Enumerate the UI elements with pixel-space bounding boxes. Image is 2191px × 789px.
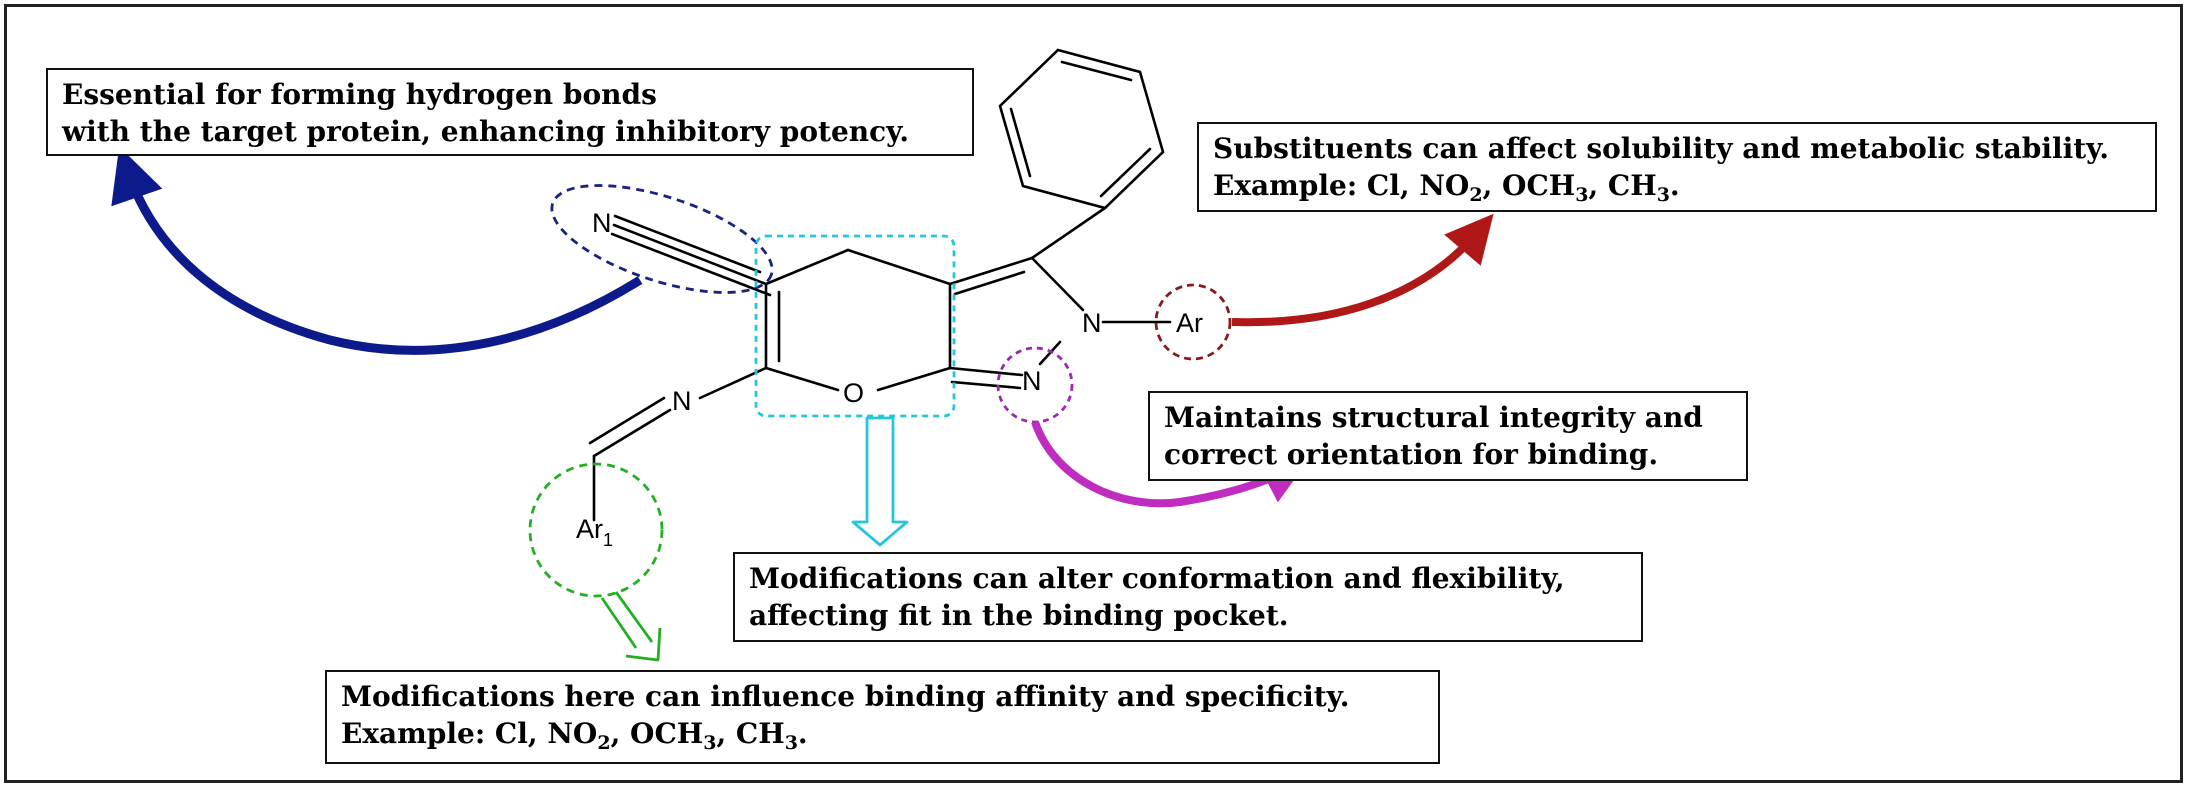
bond-c3a-ch2	[846, 248, 952, 286]
conformation-note: Modifications can alter conformation and…	[733, 552, 1643, 642]
integrity-note-line2: correct orientation for binding.	[1164, 438, 1659, 471]
hbond-note-line2: with the target protein, enhancing inhib…	[62, 115, 909, 148]
bond-c7a-n	[948, 366, 1024, 377]
ar1-label-sub: 1	[603, 530, 613, 550]
nitrile-highlight	[550, 184, 774, 294]
substituents-sub-3a: 3	[1575, 184, 1589, 206]
phenyl-ring	[998, 48, 1165, 210]
integrity-note-line1: Maintains structural integrity and	[1164, 401, 1703, 434]
bond-c6-o	[764, 366, 840, 392]
bond-c7a-n-double	[950, 380, 1022, 390]
affinity-example-mid1: , OCH	[610, 717, 704, 750]
substituents-note-line1: Substituents can affect solubility and m…	[1213, 132, 2109, 165]
substituents-example-prefix: Example: Cl, NO	[1213, 169, 1470, 202]
nitrile-bond-2	[613, 214, 762, 274]
affinity-note-example: Example: Cl, NO2, OCH3, CH3.	[341, 715, 1424, 754]
substituents-note: Substituents can affect solubility and m…	[1197, 122, 2157, 212]
conformation-note-line1: Modifications can alter conformation and…	[749, 562, 1565, 595]
bond-c3-c3a-double	[953, 270, 1026, 296]
nitrile-n-label: N	[592, 208, 612, 238]
bond-n2-n1	[1038, 340, 1062, 366]
pyran-highlight	[754, 234, 956, 418]
ar1-label-main: Ar	[576, 514, 603, 544]
hbond-note-line1: Essential for forming hydrogen bonds	[62, 78, 657, 111]
bond-c3-c3a	[948, 256, 1034, 286]
bond-ch2-c5	[764, 248, 850, 286]
ar1-highlight	[528, 462, 664, 598]
nitrile-bond-3	[610, 232, 772, 297]
ar-highlight	[1154, 283, 1232, 361]
affinity-example-prefix: Example: Cl, NO	[341, 717, 598, 750]
substituents-example-mid1: , OCH	[1482, 169, 1576, 202]
hbond-note: Essential for forming hydrogen bonds wit…	[46, 68, 974, 156]
integrity-arrow	[1031, 420, 1310, 508]
substituents-sub-3b: 3	[1656, 184, 1670, 206]
nitrile-bond	[612, 223, 768, 286]
ar-label: Ar	[1176, 308, 1203, 338]
imine-n-label: N	[672, 386, 692, 416]
substituents-note-example: Example: Cl, NO2, OCH3, CH3.	[1213, 167, 2141, 206]
affinity-note-line1: Modifications here can influence binding…	[341, 680, 1350, 713]
conformation-arrow	[851, 416, 909, 547]
imine-bond	[592, 408, 672, 458]
affinity-note: Modifications here can influence binding…	[325, 670, 1440, 764]
substituents-sub-2: 2	[1469, 184, 1483, 206]
affinity-example-end: .	[797, 717, 808, 750]
affinity-sub-2: 2	[597, 732, 611, 754]
imine-bond-double	[588, 396, 666, 445]
ar1-label: Ar1	[576, 514, 613, 550]
integrity-note: Maintains structural integrity and corre…	[1148, 391, 1748, 481]
substituents-example-end: .	[1669, 169, 1680, 202]
ring-o-label: O	[843, 378, 864, 408]
affinity-sub-3a: 3	[703, 732, 717, 754]
substituents-example-mid2: , CH	[1588, 169, 1657, 202]
bond-o-c7a	[876, 366, 952, 392]
pyrazole-n1-label: N	[1082, 308, 1102, 338]
affinity-example-mid2: , CH	[716, 717, 785, 750]
solubility-arrow	[1231, 213, 1494, 327]
molecule	[588, 48, 1172, 522]
conformation-note-line2: affecting fit in the binding pocket.	[749, 599, 1289, 632]
affinity-arrow	[600, 591, 662, 662]
hbond-arrow	[111, 146, 643, 355]
affinity-sub-3b: 3	[784, 732, 798, 754]
phenyl-bond	[1030, 206, 1107, 260]
bond-c3-n2	[1030, 256, 1085, 312]
pyrazole-n2-label: N	[1022, 366, 1042, 396]
